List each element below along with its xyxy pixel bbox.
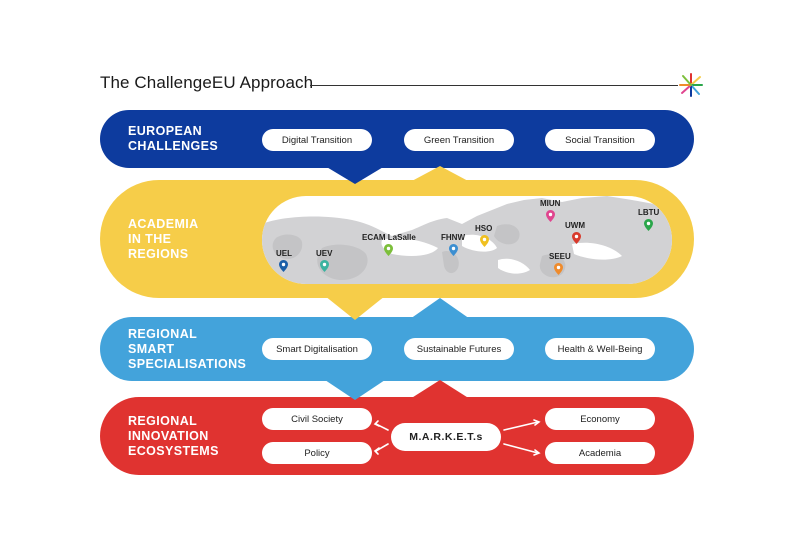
pin-label-uev: UEV: [316, 249, 333, 258]
location-pin-icon-ecam-lasalle: [384, 244, 393, 256]
location-pin-icon-lbtu: [644, 219, 653, 231]
pin-label-hso: HSO: [475, 224, 493, 233]
pill-policy: Policy: [262, 442, 372, 464]
pill-social-transition: Social Transition: [545, 129, 655, 151]
page-title: The ChallengeEU Approach: [100, 73, 314, 92]
pill-economy: Economy: [545, 408, 655, 430]
innovation-ecosystems-label: REGIONAL INNOVATION ECOSYSTEMS: [128, 414, 219, 458]
european-challenges-label: EUROPEAN CHALLENGES: [128, 124, 219, 153]
location-pin-icon-hso: [480, 235, 489, 247]
arrow-markets-academia: [503, 443, 539, 454]
academia-label: ACADEMIA IN THE REGIONS: [128, 217, 199, 261]
pin-label-fhnw: FHNW: [441, 233, 465, 242]
smart-specialisations-label: REGIONAL SMART SPECIALISATIONS: [128, 327, 247, 371]
location-pin-icon-seeu: [554, 263, 563, 275]
europe-map-shape: [262, 196, 672, 284]
markets-center: M.A.R.K.E.T.s: [391, 423, 501, 451]
arrow-markets-economy: [503, 421, 539, 431]
pin-label-seeu: SEEU: [549, 252, 571, 261]
pin-label-lbtu: LBTU: [638, 208, 660, 217]
pin-label-uwm: UWM: [565, 221, 585, 230]
pin-label-miun: MIUN: [540, 199, 561, 208]
title-divider: [310, 85, 678, 86]
pill-health-well-being: Health & Well-Being: [545, 338, 655, 360]
pin-label-ecam-lasalle: ECAM LaSalle: [362, 233, 416, 242]
arrow-up-yellow: [410, 166, 470, 182]
arrow-down-yellow: [325, 296, 385, 320]
pill-academia: Academia: [545, 442, 655, 464]
pill-civil-society: Civil Society: [262, 408, 372, 430]
location-pin-icon-miun: [546, 210, 555, 222]
starburst-logo-icon: [679, 73, 703, 97]
location-pin-icon-uwm: [572, 232, 581, 244]
arrow-markets-policy: [375, 443, 389, 452]
pill-smart-digitalisation: Smart Digitalisation: [262, 338, 372, 360]
location-pin-icon-uev: [320, 260, 329, 272]
arrow-up-red: [410, 380, 470, 399]
arrow-down-blue: [325, 166, 385, 184]
pill-digital-transition: Digital Transition: [262, 129, 372, 151]
location-pin-icon-uel: [279, 260, 288, 272]
europe-map: [262, 196, 672, 284]
pill-green-transition: Green Transition: [404, 129, 514, 151]
pill-sustainable-futures: Sustainable Futures: [404, 338, 514, 360]
arrow-up-lightblue: [410, 298, 470, 319]
arrow-down-lightblue: [325, 380, 385, 400]
pin-label-uel: UEL: [276, 249, 292, 258]
location-pin-icon-fhnw: [449, 244, 458, 256]
